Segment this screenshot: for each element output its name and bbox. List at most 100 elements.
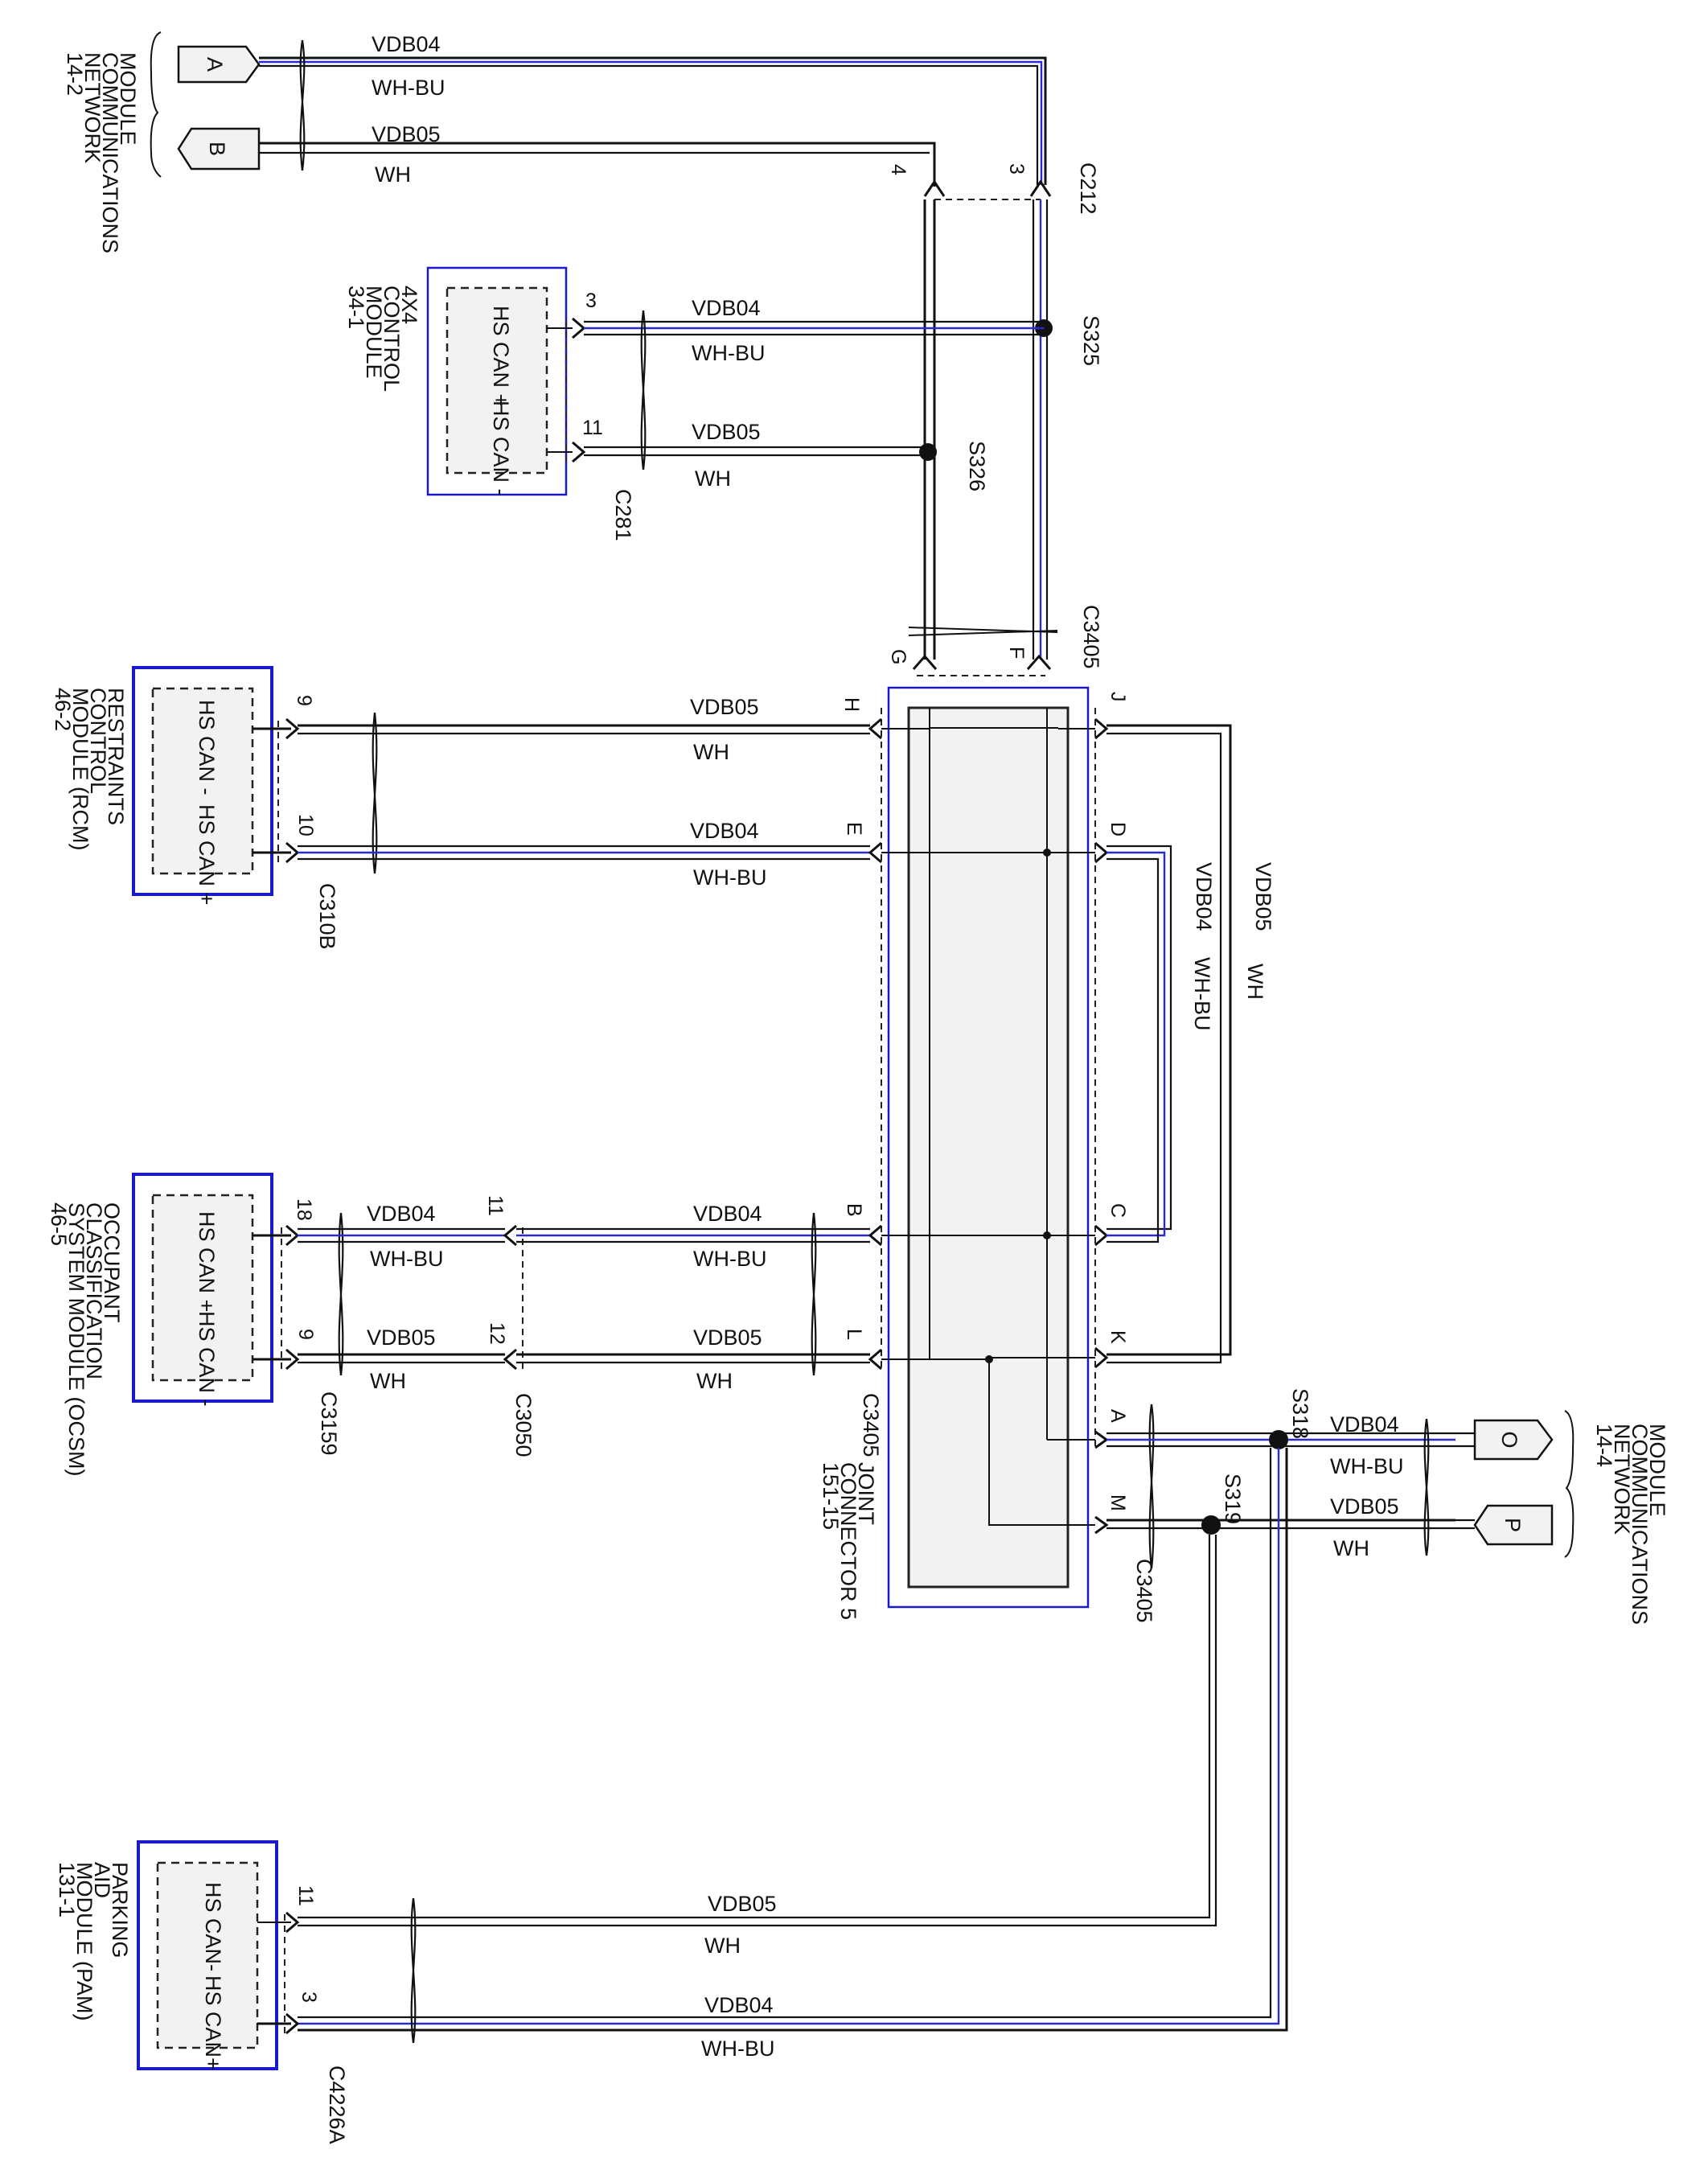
pin-hs-can-plus-rcm: HS CAN + — [195, 804, 219, 905]
pin-m: M — [1107, 1494, 1129, 1511]
pin-h: H — [840, 697, 863, 712]
connector-o-label: O — [1497, 1431, 1521, 1448]
connector-c3159: C3159 — [317, 1391, 341, 1456]
pin-hs-can-minus-pam: HS CAN- — [201, 1882, 225, 1971]
wire-color-pam-whbu: WH-BU — [701, 2037, 774, 2061]
wire-label-4x4-vdb05: VDB05 — [692, 420, 761, 444]
connector-c3405-left: C3405 — [859, 1393, 883, 1457]
connector-p-label: P — [1501, 1518, 1525, 1532]
pin-hs-can-minus-rcm: HS CAN - — [195, 700, 219, 795]
connector-c281: C281 — [611, 489, 635, 541]
wire-color-rcm-wh: WH — [693, 740, 729, 764]
connector-c4226a: C4226A — [325, 2065, 349, 2144]
svg-text:131-1: 131-1 — [55, 1862, 79, 1917]
pin-11-c3050: 11 — [484, 1195, 507, 1216]
pin-18-ocsm: 18 — [293, 1198, 315, 1221]
wire-color-whbu-top: WH-BU — [372, 76, 445, 100]
pin-c: C — [1107, 1203, 1129, 1218]
pin-3-4x4: 3 — [585, 290, 597, 312]
svg-text:34-1: 34-1 — [344, 286, 368, 329]
wire-color-rcm-whbu: WH-BU — [693, 865, 766, 890]
connector-c310b: C310B — [315, 883, 339, 950]
wire-dc-vdb04[interactable] — [1107, 845, 1172, 1231]
connector-a-shape[interactable] — [177, 45, 261, 84]
arrow-pin3 — [1029, 179, 1052, 197]
wire-color-p-wh: WH — [1333, 1536, 1369, 1560]
module-pam-name: PARKING AID MODULE (PAM) 131-1 — [55, 1862, 132, 2021]
pin-b: B — [843, 1203, 865, 1217]
svg-text:151-15: 151-15 — [819, 1462, 843, 1530]
mcn-right-name: MODULE COMMUNICATIONS NETWORK 14-4 — [1592, 1424, 1669, 1625]
mcn-top-name: MODULE COMMUNICATIONS NETWORK 14-2 — [63, 52, 140, 253]
joint-connector-box[interactable] — [887, 686, 1090, 1609]
svg-text:JOINT: JOINT — [854, 1462, 878, 1525]
connector-p-shape[interactable] — [1473, 1504, 1554, 1546]
pin-hs-can-minus-4x4: HS CAN - — [489, 401, 513, 496]
connector-c3405-top: C3405 — [1079, 605, 1103, 669]
splice-s326[interactable] — [919, 443, 937, 461]
wire-color-ocsm-wh: WH — [370, 1369, 406, 1393]
splice-s318[interactable] — [1269, 1430, 1288, 1449]
wire-label-vdb04-top: VDB04 — [372, 32, 441, 56]
splice-s318-label: S318 — [1288, 1388, 1312, 1439]
wire-label-o-vdb04: VDB04 — [1330, 1412, 1399, 1437]
splice-s319[interactable] — [1201, 1515, 1221, 1535]
connector-o-shape[interactable] — [1473, 1419, 1554, 1461]
module-4x4-inner — [445, 286, 548, 475]
module-ocsm-name: OCCUPANT CLASSIFICATION SYSTEM MODULE (O… — [47, 1202, 124, 1477]
pin-a: A — [1107, 1409, 1129, 1423]
svg-text:COMMUNICATIONS: COMMUNICATIONS — [1628, 1424, 1652, 1625]
connector-c3405-bottom: C3405 — [1132, 1559, 1156, 1623]
module-4x4-name: 4X4 CONTROL MODULE 34-1 — [344, 286, 421, 392]
wire-color-pam-wh: WH — [704, 1934, 741, 1958]
svg-text:46-2: 46-2 — [51, 688, 75, 731]
module-rcm-box[interactable] — [132, 666, 273, 896]
svg-text:CONNECTOR 5: CONNECTOR 5 — [836, 1462, 860, 1620]
svg-text:MODULE: MODULE — [362, 286, 386, 379]
module-ocsm-box[interactable] — [132, 1173, 273, 1403]
svg-text:14-4: 14-4 — [1592, 1424, 1616, 1467]
wire-pam-vdb05[interactable] — [298, 1535, 1211, 1919]
wire-color-4x4-wh: WH — [695, 467, 731, 491]
svg-text:CLASSIFICATION: CLASSIFICATION — [82, 1202, 106, 1379]
connector-c3050: C3050 — [511, 1393, 536, 1457]
wire-vdb04-top[interactable] — [259, 56, 1047, 185]
connector-a-label: A — [203, 57, 227, 72]
wire-color-c3050-whbu: WH-BU — [693, 1247, 766, 1271]
wire-vdb05-top[interactable] — [259, 142, 936, 187]
wire-label-jk-vdb05: VDB05 — [1251, 862, 1275, 931]
svg-text:MODULE (PAM): MODULE (PAM) — [72, 1862, 96, 2021]
pin-9-ocsm: 9 — [294, 1329, 317, 1340]
pin-hs-can-plus-4x4: HS CAN + — [489, 306, 513, 406]
joint-connector-name: JOINT CONNECTOR 5 151-15 — [819, 1462, 878, 1620]
svg-text:CONTROL: CONTROL — [86, 688, 110, 794]
arrow-pin4 — [923, 179, 946, 197]
pin-l: L — [843, 1329, 865, 1340]
pin-10-rcm: 10 — [294, 814, 317, 836]
wire-color-wh-top: WH — [375, 162, 411, 187]
pin-3-pam: 3 — [298, 1991, 320, 2003]
wire-label-vdb05-top: VDB05 — [372, 122, 441, 146]
mcn-top-line4: 14-2 — [63, 52, 87, 96]
wire-jk-vdb05[interactable] — [1107, 724, 1232, 1356]
module-pam-box[interactable] — [137, 1840, 278, 2070]
wire-color-jk-wh: WH — [1243, 964, 1267, 1000]
wire-label-c3050-vdb05: VDB05 — [693, 1326, 762, 1350]
pin-3-top: 3 — [1005, 163, 1028, 175]
brace-icon — [1564, 1410, 1575, 1558]
wire-pam-vdb04[interactable] — [298, 1448, 1272, 2019]
wire-label-pam-vdb05: VDB05 — [708, 1892, 777, 1916]
svg-text:MODULE: MODULE — [1645, 1424, 1669, 1517]
wire-label-pam-vdb04: VDB04 — [704, 1993, 774, 2017]
splice-s325-label: S325 — [1079, 315, 1103, 366]
pin-e: E — [843, 822, 865, 836]
svg-text:MODULE (RCM): MODULE (RCM) — [68, 688, 92, 851]
svg-text:OCCUPANT: OCCUPANT — [100, 1202, 124, 1323]
pin-g: G — [887, 649, 909, 664]
wire-label-dc-vdb04: VDB04 — [1192, 862, 1216, 931]
pin-k: K — [1107, 1330, 1129, 1344]
pin-4-top: 4 — [887, 164, 909, 175]
connector-b-shape[interactable] — [177, 127, 261, 171]
wire-color-c3050-wh: WH — [696, 1369, 733, 1393]
